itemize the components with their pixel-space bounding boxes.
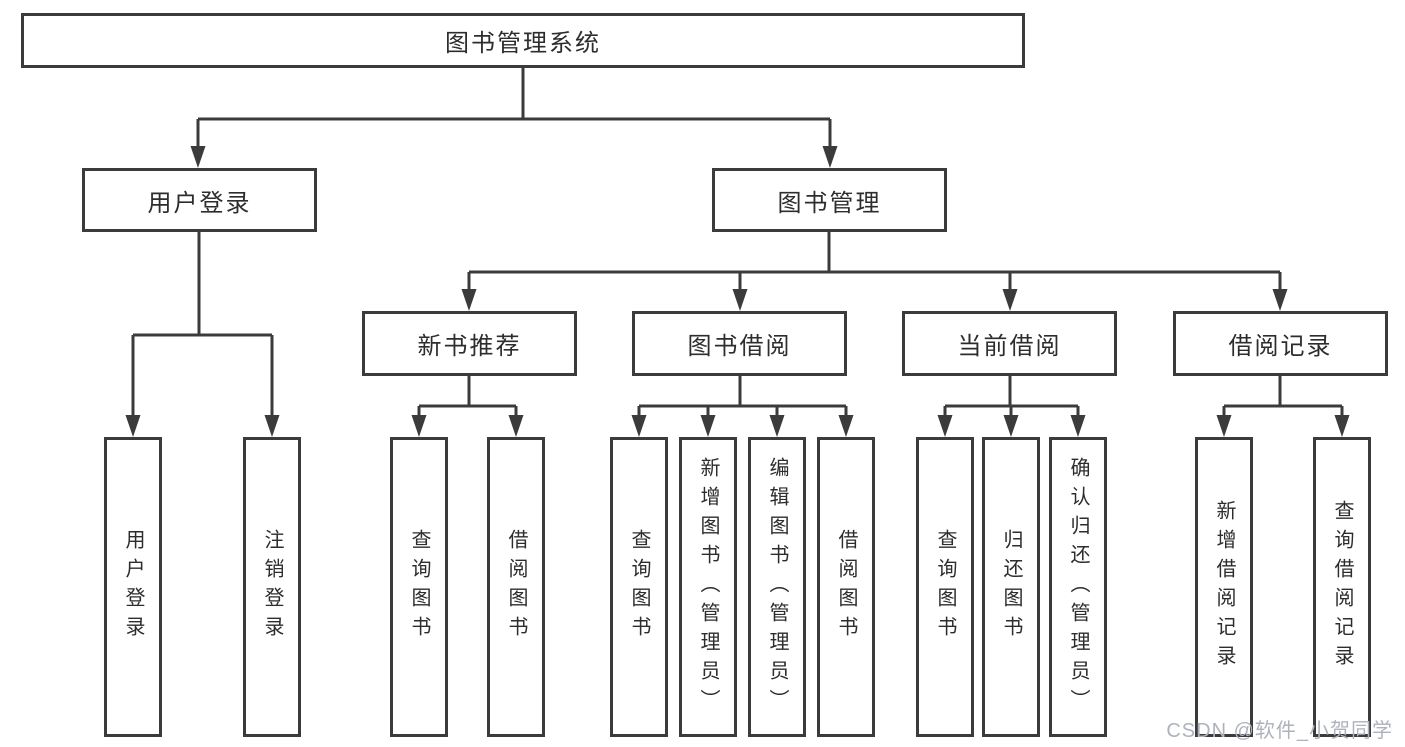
leaf-query-books-borrowing: 查询图书 — [610, 437, 668, 737]
connector-records-to-leaves — [1216, 376, 1350, 437]
node-label: 用户登录 — [147, 189, 252, 217]
node-label: 借阅记录 — [1228, 333, 1333, 360]
leaf-logout: 注销登录 — [243, 437, 301, 737]
leaf-query-borrow-record: 查询借阅记录 — [1313, 437, 1371, 737]
connector-current-to-leaves — [937, 376, 1086, 437]
node-borrowing-records: 借阅记录 — [1173, 311, 1388, 376]
node-user-login: 用户登录 — [82, 168, 317, 232]
connector-borrow-to-leaves — [631, 376, 854, 437]
node-label: 当前借阅 — [957, 333, 1062, 360]
node-label: 图书管理系统 — [445, 30, 601, 57]
node-new-book-recommend: 新书推荐 — [362, 311, 577, 376]
leaf-borrow-books-recommend: 借阅图书 — [487, 437, 545, 737]
node-label: 查询图书 — [408, 529, 430, 645]
node-label: 查询借阅记录 — [1331, 500, 1353, 674]
leaf-edit-book-admin: 编辑图书（管理员） — [748, 437, 806, 737]
node-label: 查询图书 — [934, 529, 956, 645]
node-book-borrowing: 图书借阅 — [632, 311, 847, 376]
leaf-add-borrow-record: 新增借阅记录 — [1195, 437, 1253, 737]
leaf-query-books-recommend: 查询图书 — [390, 437, 448, 737]
leaf-add-book-admin: 新增图书（管理员） — [679, 437, 737, 737]
node-label: 确认归还（管理员） — [1067, 456, 1089, 718]
node-book-management: 图书管理 — [712, 168, 947, 232]
connector-login-to-leaves — [125, 232, 280, 437]
node-label: 图书借阅 — [687, 333, 792, 360]
connector-newbook-to-leaves — [411, 376, 524, 437]
node-library-management-system: 图书管理系统 — [21, 13, 1025, 68]
leaf-user-login: 用户登录 — [104, 437, 162, 737]
connector-mgmt-to-level3 — [461, 232, 1288, 311]
node-label: 编辑图书（管理员） — [766, 456, 788, 718]
leaf-confirm-return-admin: 确认归还（管理员） — [1049, 437, 1107, 737]
node-label: 新增借阅记录 — [1213, 500, 1235, 674]
csdn-watermark: CSDN @软件_小贺同学 — [1166, 720, 1393, 742]
node-label: 归还图书 — [1000, 529, 1022, 645]
node-label: 新增图书（管理员） — [697, 456, 719, 718]
leaf-return-book: 归还图书 — [982, 437, 1040, 737]
node-current-borrowing: 当前借阅 — [902, 311, 1117, 376]
node-label: 查询图书 — [628, 529, 650, 645]
node-label: 借阅图书 — [835, 529, 857, 645]
connector-root-to-level2 — [190, 68, 838, 168]
leaf-borrow-books-borrowing: 借阅图书 — [817, 437, 875, 737]
node-label: 用户登录 — [122, 529, 144, 645]
node-label: 新书推荐 — [417, 333, 522, 360]
node-label: 借阅图书 — [505, 529, 527, 645]
leaf-query-books-current: 查询图书 — [916, 437, 974, 737]
node-label: 注销登录 — [261, 529, 283, 645]
node-label: 图书管理 — [777, 189, 882, 217]
